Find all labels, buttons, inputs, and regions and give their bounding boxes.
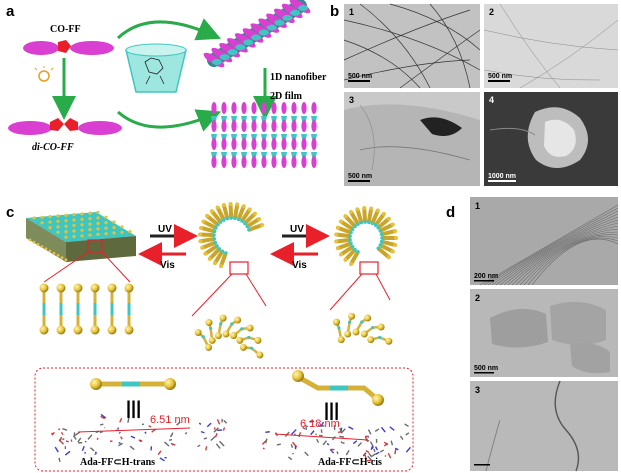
- bent-dumbbells-2: [333, 312, 393, 345]
- bent-dumbbells-1: [194, 314, 264, 359]
- trans-distance: 6.51 nm: [150, 414, 190, 426]
- trans-dumbbell: [90, 378, 176, 390]
- film-label: 2D film: [270, 91, 303, 102]
- light-bulb-icon: [34, 66, 54, 82]
- switch-arrows-1: UV Vis: [138, 224, 198, 271]
- sem-image-4: 4 1000 nm: [484, 92, 618, 186]
- panel-a: a CO-FF di-CO-FF: [6, 0, 327, 168]
- di-co-ff-molecule: [8, 118, 122, 135]
- svg-text:1: 1: [349, 7, 354, 17]
- cis-molecular-model: [261, 418, 411, 462]
- panel-a-label: a: [6, 3, 15, 20]
- trans-name: Ada-FF⊂H-trans: [80, 457, 155, 468]
- panel-d-label: d: [446, 204, 455, 221]
- svg-text:1: 1: [475, 201, 480, 211]
- uv-label-1: UV: [158, 224, 172, 235]
- film-lattice: [211, 102, 317, 168]
- svg-text:500 nm: 500 nm: [474, 365, 498, 372]
- trans-molecular-model: [51, 413, 228, 463]
- cyclodextrin-host: [125, 43, 187, 93]
- trans-bars: |||: [126, 398, 141, 418]
- svg-text:500 nm: 500 nm: [488, 73, 512, 80]
- panel-b-label: b: [330, 3, 339, 20]
- tem-image-1: 1 500 nm: [343, 3, 481, 89]
- curved-arrow-bottom: [117, 109, 222, 132]
- svg-text:4: 4: [489, 95, 494, 105]
- co-ff-molecule: [23, 40, 114, 55]
- panel-b: b 1 500 nm 2 500 nm 3 500 nm: [330, 3, 619, 186]
- svg-text:200 nm: 200 nm: [474, 273, 498, 280]
- cis-name: Ada-FF⊂H-cis: [318, 457, 382, 468]
- structure-box: [34, 367, 414, 472]
- svg-text:500 nm: 500 nm: [348, 73, 372, 80]
- tem-image-d1: 1 200 nm: [470, 197, 619, 286]
- svg-text:3: 3: [349, 95, 354, 105]
- svg-text:2: 2: [475, 293, 480, 303]
- tem-image-d2: 2 500 nm: [470, 289, 618, 377]
- di-co-ff-label: di-CO-FF: [32, 142, 74, 153]
- vis-label-2: Vis: [292, 260, 307, 271]
- svg-text:1000 nm: 1000 nm: [488, 173, 516, 180]
- vertical-dumbbells: [39, 283, 134, 335]
- uv-label-2: UV: [290, 224, 304, 235]
- cis-bars: |||: [324, 400, 339, 420]
- svg-text:3: 3: [475, 385, 480, 395]
- co-ff-label: CO-FF: [50, 24, 81, 35]
- film-block: [26, 210, 136, 262]
- svg-text:500 nm: 500 nm: [348, 173, 372, 180]
- tem-image-d3: 3: [470, 380, 618, 472]
- switch-arrows-2: UV Vis: [270, 224, 330, 271]
- nanofiber-helix: [203, 0, 311, 68]
- tem-image-2: 2 500 nm: [483, 3, 619, 89]
- curved-assembly-1: [198, 202, 265, 269]
- vis-label-1: Vis: [160, 260, 175, 271]
- curved-assembly-2: [334, 206, 398, 266]
- panel-d: d 1 200 nm 2 500 nm 3: [446, 197, 619, 472]
- panel-c: c UV Vis UV Vis: [6, 202, 414, 472]
- nanofiber-label: 1D nanofiber: [270, 72, 327, 83]
- tem-image-3: 3 500 nm: [344, 92, 480, 186]
- cis-distance: 6.18 nm: [300, 418, 340, 430]
- cis-dumbbell: [292, 370, 384, 406]
- panel-c-label: c: [6, 204, 14, 221]
- svg-text:2: 2: [489, 7, 494, 17]
- curved-arrow-top: [116, 18, 222, 41]
